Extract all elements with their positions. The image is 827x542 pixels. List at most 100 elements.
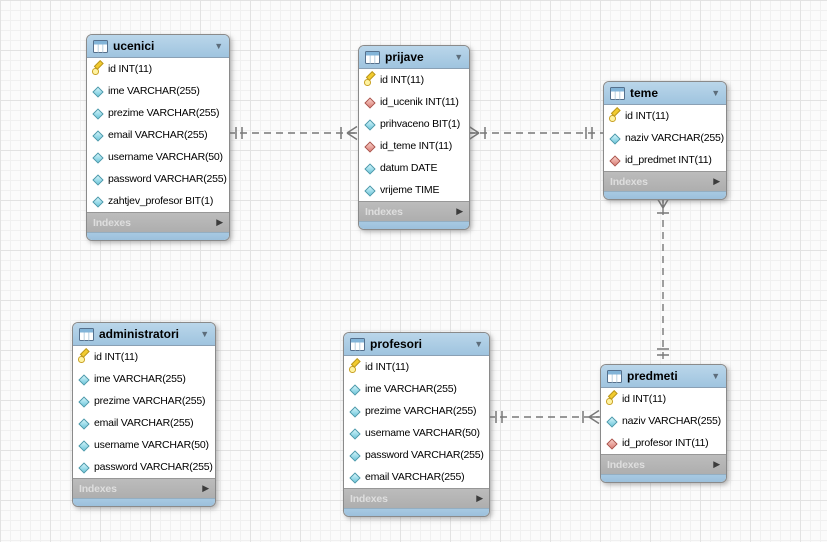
column-row[interactable]: id_predmet INT(11) [604,149,726,171]
chevron-down-icon[interactable]: ▼ [454,52,463,62]
expand-right-icon[interactable]: ▶ [713,459,720,469]
table-header[interactable]: predmeti ▼ [601,365,726,388]
table-header[interactable]: prijave ▼ [359,46,469,69]
column-text: id INT(11) [622,393,666,405]
column-row[interactable]: email VARCHAR(255) [87,124,229,146]
column-row[interactable]: prezime VARCHAR(255) [87,102,229,124]
chevron-down-icon[interactable]: ▼ [711,88,720,98]
column-row[interactable]: naziv VARCHAR(255) [604,127,726,149]
column-row[interactable]: username VARCHAR(50) [344,422,489,444]
table-header[interactable]: ucenici ▼ [87,35,229,58]
column-row[interactable]: id INT(11) [359,69,469,91]
column-row[interactable]: email VARCHAR(255) [73,412,215,434]
chevron-down-icon[interactable]: ▼ [474,339,483,349]
table-ucenici[interactable]: ucenici ▼ id INT(11) ime VARCHAR(255) pr… [86,34,230,241]
indexes-row[interactable]: Indexes▶ [359,201,469,221]
foreign-key-icon [606,438,618,449]
column-row[interactable]: email VARCHAR(255) [344,466,489,488]
column-row[interactable]: naziv VARCHAR(255) [601,410,726,432]
relationship-prijave-teme[interactable] [468,125,603,141]
column-text: username VARCHAR(50) [365,427,480,439]
indexes-label: Indexes [79,482,117,495]
column-row[interactable]: zahtjev_profesor BIT(1) [87,190,229,212]
table-header[interactable]: administratori ▼ [73,323,215,346]
indexes-row[interactable]: Indexes▶ [87,212,229,232]
relationship-teme-predmeti[interactable] [655,196,671,364]
column-row[interactable]: id_profesor INT(11) [601,432,726,454]
column-row[interactable]: ime VARCHAR(255) [344,378,489,400]
column-icon [78,396,90,407]
column-row[interactable]: prezime VARCHAR(255) [344,400,489,422]
table-icon [365,50,380,64]
expand-right-icon[interactable]: ▶ [216,217,223,227]
table-header[interactable]: teme ▼ [604,82,726,105]
table-header[interactable]: profesori ▼ [344,333,489,356]
column-text: naziv VARCHAR(255) [625,132,724,144]
relationship-profesori-predmeti[interactable] [488,409,600,425]
table-profesori[interactable]: profesori ▼ id INT(11) ime VARCHAR(255) … [343,332,490,517]
column-row[interactable]: id INT(11) [344,356,489,378]
column-icon [78,440,90,451]
expand-right-icon[interactable]: ▶ [476,493,483,503]
expand-right-icon[interactable]: ▶ [456,206,463,216]
chevron-down-icon[interactable]: ▼ [200,329,209,339]
column-text: naziv VARCHAR(255) [622,415,721,427]
column-icon [364,163,376,174]
column-text: prezime VARCHAR(255) [108,107,220,119]
column-icon [92,86,104,97]
table-name: prijave [385,50,424,64]
indexes-row[interactable]: Indexes▶ [601,454,726,474]
column-text: zahtjev_profesor BIT(1) [108,195,214,207]
indexes-row[interactable]: Indexes ▶ [73,478,215,498]
column-row[interactable]: username VARCHAR(50) [73,434,215,456]
primary-key-icon [606,394,618,405]
foreign-key-icon [609,155,621,166]
column-row[interactable]: datum DATE [359,157,469,179]
chevron-down-icon[interactable]: ▼ [214,41,223,51]
table-prijave[interactable]: prijave ▼ id INT(11) id_ucenik INT(11) p… [358,45,470,230]
column-row[interactable]: password VARCHAR(255) [344,444,489,466]
column-row[interactable]: ime VARCHAR(255) [73,368,215,390]
relationship-ucenici-prijave[interactable] [228,125,358,141]
expand-right-icon[interactable]: ▶ [202,483,209,493]
column-row[interactable]: id INT(11) [601,388,726,410]
column-text: prezime VARCHAR(255) [365,405,477,417]
column-row[interactable]: prihvaceno BIT(1) [359,113,469,135]
column-row[interactable]: prezime VARCHAR(255) [73,390,215,412]
table-name: predmeti [627,369,678,383]
table-icon [610,86,625,100]
table-predmeti[interactable]: predmeti ▼ id INT(11) naziv VARCHAR(255)… [600,364,727,483]
table-administratori[interactable]: administratori ▼ id INT(11) ime VARCHAR(… [72,322,216,507]
column-row[interactable]: password VARCHAR(255) [87,168,229,190]
column-row[interactable]: id_teme INT(11) [359,135,469,157]
table-name: profesori [370,337,423,351]
column-icon [349,428,361,439]
column-text: id_teme INT(11) [380,140,453,152]
expand-right-icon[interactable]: ▶ [713,176,720,186]
chevron-down-icon[interactable]: ▼ [711,371,720,381]
indexes-label: Indexes [610,175,648,188]
column-row[interactable]: id INT(11) [604,105,726,127]
column-text: id INT(11) [108,63,152,75]
column-row[interactable]: password VARCHAR(255) [73,456,215,478]
column-icon [364,185,376,196]
column-row[interactable]: id INT(11) [87,58,229,80]
column-icon [92,152,104,163]
table-icon [93,39,108,53]
indexes-row[interactable]: Indexes ▶ [604,171,726,191]
column-row[interactable]: ime VARCHAR(255) [87,80,229,102]
one-cardinality-marker [495,411,503,423]
column-text: id_ucenik INT(11) [380,96,459,108]
column-row[interactable]: vrijeme TIME [359,179,469,201]
column-row[interactable]: id INT(11) [73,346,215,368]
column-text: id INT(11) [380,74,424,86]
column-text: prezime VARCHAR(255) [94,395,206,407]
table-teme[interactable]: teme ▼ id INT(11) naziv VARCHAR(255) id_… [603,81,727,200]
column-icon [349,384,361,395]
table-icon [350,337,365,351]
indexes-row[interactable]: Indexes▶ [344,488,489,508]
column-row[interactable]: username VARCHAR(50) [87,146,229,168]
column-row[interactable]: id_ucenik INT(11) [359,91,469,113]
